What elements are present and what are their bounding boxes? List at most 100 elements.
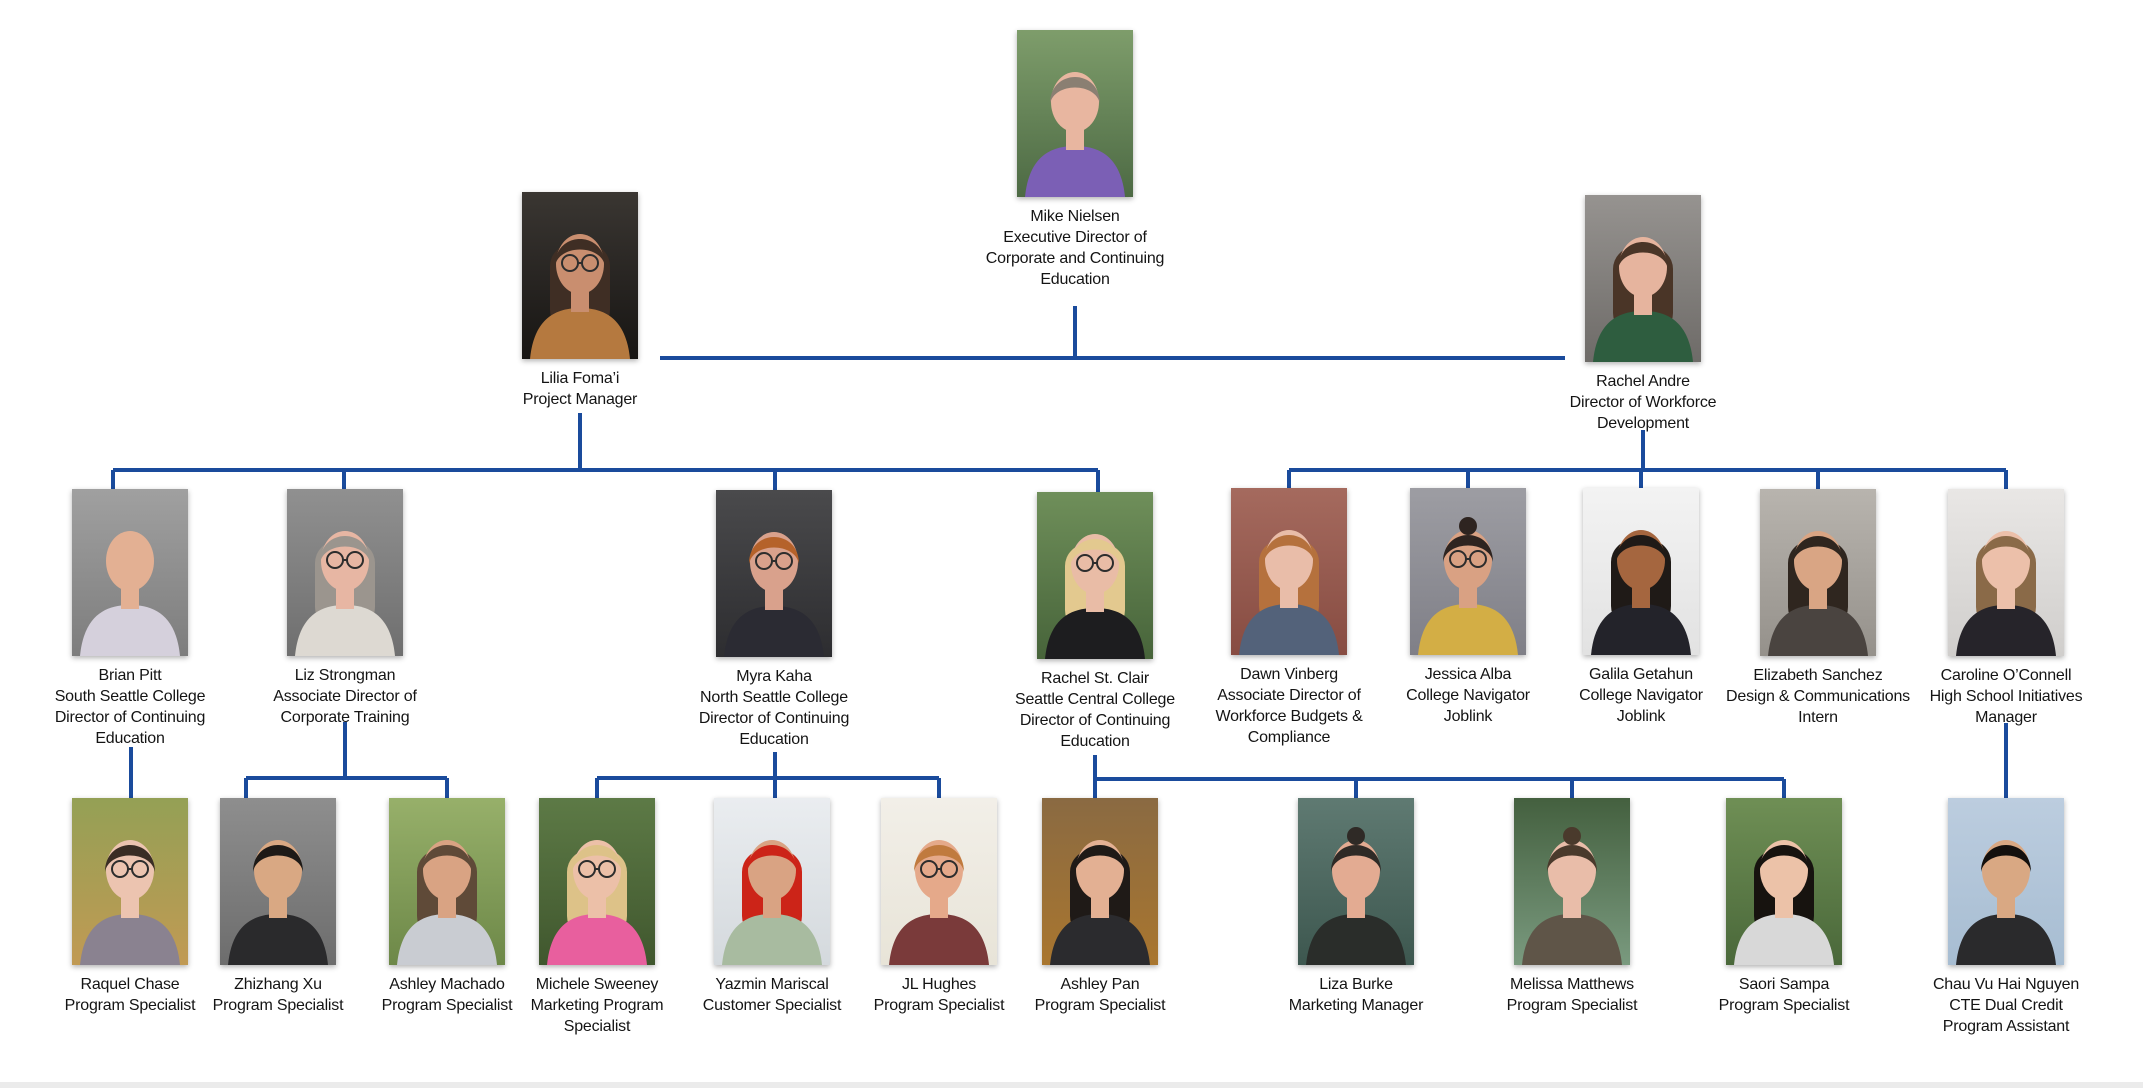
portrait-photo	[389, 798, 505, 965]
person-label: Liza Burke Marketing Manager	[1236, 974, 1476, 1016]
person-card-yazmin-mariscal: Yazmin Mariscal Customer Specialist	[703, 798, 841, 1014]
portrait-photo	[1514, 798, 1630, 965]
person-label: Ashley Pan Program Specialist	[980, 974, 1220, 1016]
portrait-photo	[1948, 798, 2064, 965]
person-title-line: Program Assistant	[1942, 1018, 2070, 1035]
person-title-line: Corporate Training	[280, 709, 410, 726]
person-name: JL Hughes	[901, 976, 977, 993]
portrait-photo	[1231, 488, 1347, 655]
person-name: Chau Vu Hai Nguyen	[1932, 976, 2080, 993]
person-title-line: Associate Director of	[1217, 687, 1361, 704]
person-title-line: Program Specialist	[1718, 997, 1850, 1014]
person-label: Zhizhang Xu Program Specialist	[158, 974, 398, 1016]
person-name: Elizabeth Sanchez	[1753, 667, 1883, 684]
person-card-raquel-chase: Raquel Chase Program Specialist	[65, 798, 196, 1014]
person-title-line: North Seattle College	[700, 689, 848, 706]
portrait-photo	[881, 798, 997, 965]
person-title-line: Education	[95, 730, 165, 747]
person-label: Rachel St. Clair Seattle Central College…	[975, 668, 1215, 752]
person-name: Liza Burke	[1319, 976, 1393, 993]
portrait-photo	[539, 798, 655, 965]
person-card-saori-sampa: Saori Sampa Program Specialist	[1719, 798, 1850, 1014]
portrait-photo	[1583, 488, 1699, 655]
person-name: Michele Sweeney	[535, 976, 659, 993]
person-title-line: High School Initiatives	[1929, 688, 2083, 705]
portrait-photo	[1017, 30, 1133, 197]
person-card-elizabeth-sanchez: Elizabeth Sanchez Design & Communication…	[1726, 489, 1910, 726]
person-name: Yazmin Mariscal	[715, 976, 829, 993]
person-label: Elizabeth Sanchez Design & Communication…	[1698, 665, 1938, 728]
person-title-line: Program Specialist	[381, 997, 513, 1014]
person-name: Lilia Foma’i	[540, 370, 620, 387]
person-name: Ashley Pan	[1060, 976, 1140, 993]
portrait-photo	[287, 489, 403, 656]
person-title-line: Customer Specialist	[702, 997, 842, 1014]
person-title-line: College Navigator	[1579, 687, 1703, 704]
person-card-ashley-machado: Ashley Machado Program Specialist	[382, 798, 513, 1014]
person-card-melissa-matthews: Melissa Matthews Program Specialist	[1507, 798, 1638, 1014]
person-name: Raquel Chase	[80, 976, 180, 993]
portrait-photo	[1948, 489, 2064, 656]
person-name: Rachel St. Clair	[1041, 670, 1149, 687]
person-name: Ashley Machado	[389, 976, 505, 993]
person-title-line: Associate Director of	[273, 688, 417, 705]
person-title-line: Corporate and Continuing	[985, 250, 1165, 267]
person-label: Lilia Foma’i Project Manager	[460, 368, 700, 410]
person-card-jl-hughes: JL Hughes Program Specialist	[874, 798, 1005, 1014]
portrait-photo	[1298, 798, 1414, 965]
person-title-line: Director of Continuing	[1019, 712, 1171, 729]
person-name: Jessica Alba	[1424, 666, 1512, 683]
person-label: Ashley Machado Program Specialist	[327, 974, 567, 1016]
person-title-line: Program Specialist	[212, 997, 344, 1014]
person-name: Zhizhang Xu	[234, 976, 322, 993]
person-title-line: Development	[1596, 415, 1690, 432]
person-title-line: Seattle Central College	[1015, 691, 1175, 708]
person-title-line: Workforce Budgets &	[1215, 708, 1363, 725]
person-card-ashley-pan: Ashley Pan Program Specialist	[1035, 798, 1166, 1014]
person-label: Saori Sampa Program Specialist	[1664, 974, 1904, 1016]
person-card-rachel-st-clair: Rachel St. Clair Seattle Central College…	[1015, 492, 1175, 750]
person-title-line: Compliance	[1247, 729, 1331, 746]
portrait-photo	[716, 490, 832, 657]
person-title-line: Director of Continuing	[54, 709, 206, 726]
portrait-photo	[714, 798, 830, 965]
person-title-line: Project Manager	[522, 391, 638, 408]
person-title-line: Director of Continuing	[698, 710, 850, 727]
person-label: Melissa Matthews Program Specialist	[1452, 974, 1692, 1016]
person-title-line: South Seattle College	[54, 688, 206, 705]
person-title-line: Education	[1060, 733, 1130, 750]
person-card-lilia-fomai: Lilia Foma’i Project Manager	[522, 192, 638, 408]
person-label: JL Hughes Program Specialist	[819, 974, 1059, 1016]
person-title-line: Executive Director of	[1003, 229, 1147, 246]
bottom-edge-bar	[0, 1082, 2143, 1088]
person-card-zhizhang-xu: Zhizhang Xu Program Specialist	[213, 798, 344, 1014]
person-title-line: Manager	[1975, 709, 2037, 726]
person-name: Galila Getahun	[1589, 666, 1693, 683]
person-name: Brian Pitt	[98, 667, 162, 684]
person-title-line: Director of Workforce	[1569, 394, 1717, 411]
person-label: Raquel Chase Program Specialist	[10, 974, 250, 1016]
person-title-line: Education	[739, 731, 809, 748]
person-title-line: Specialist	[563, 1018, 631, 1035]
person-title-line: Education	[1040, 271, 1110, 288]
person-title-line: Program Specialist	[1034, 997, 1166, 1014]
person-card-caroline-oconnell: Caroline O’Connell High School Initiativ…	[1930, 489, 2083, 726]
portrait-photo	[1410, 488, 1526, 655]
